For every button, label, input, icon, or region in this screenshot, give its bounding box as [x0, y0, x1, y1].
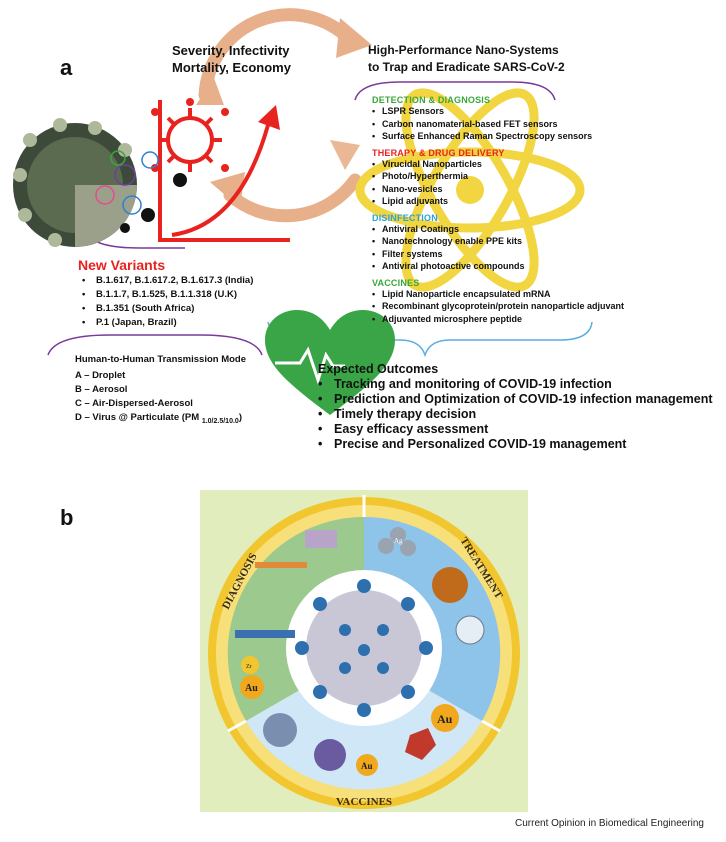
outcomes-title: Expected Outcomes — [318, 362, 439, 376]
black-virus-icons — [120, 173, 187, 233]
transmission-title: Human-to-Human Transmission Mode — [75, 354, 247, 365]
list-item: B.1.617, B.1.617.2, B.1.617.3 (India) — [78, 274, 253, 288]
outcomes-block: Expected Outcomes Tracking and monitorin… — [318, 362, 713, 452]
cycle-arrow-top — [198, 8, 352, 102]
transmission-mode: B – Aerosol — [75, 384, 128, 395]
journal-credit: Current Opinion in Biomedical Engineerin… — [515, 818, 704, 829]
cycle-arrowhead-top — [336, 18, 372, 58]
list-item: Surface Enhanced Raman Spectroscopy sens… — [372, 130, 624, 143]
section-detection-list: LSPR Sensors Carbon nanomaterial-based F… — [372, 105, 624, 143]
au-particle-diagnosis — [240, 675, 264, 699]
au-label-diagnosis: Au — [245, 683, 258, 694]
list-item: Precise and Personalized COVID-19 manage… — [318, 437, 713, 452]
list-item: Recombinant glycoprotein/protein nanopar… — [372, 300, 624, 313]
list-item: B.1.1.7, B.1.525, B.1.1.318 (U.K) — [78, 288, 253, 302]
au-particle-vaccines-small — [356, 754, 378, 776]
list-item: Carbon nanomaterial-based FET sensors — [372, 118, 624, 131]
vaccine-items — [263, 704, 459, 776]
severity-label: Severity, Infectivity Mortality, Economy — [172, 43, 291, 75]
treatment-items — [378, 527, 485, 645]
list-item: Filter systems — [372, 248, 624, 261]
section-therapy-title: THERAPY & DRUG DELIVERY — [372, 147, 505, 158]
list-item: Adjuvanted microsphere peptide — [372, 313, 624, 326]
ag-label: Ag — [394, 537, 403, 545]
ring-label-vaccines: VACCINES — [336, 796, 392, 808]
list-item: Lipid Nanoparticle encapsulated mRNA — [372, 288, 624, 301]
diagnosis-items — [235, 530, 337, 699]
list-item: Photo/Hyperthermia — [372, 170, 624, 183]
au-label-vaccines-small: Au — [361, 761, 373, 771]
cycle-arrow-bottom — [223, 173, 362, 223]
growth-arrowhead — [258, 105, 280, 130]
section-vaccines-title: VACCINES — [372, 277, 420, 288]
section-disinfection-title: DISINFECTION — [372, 212, 438, 223]
red-virus-icon — [158, 108, 222, 172]
list-item: Virucidal Nanoparticles — [372, 158, 624, 171]
transmission-mode: A – Droplet — [75, 370, 126, 381]
new-variants-block: New Variants B.1.617, B.1.617.2, B.1.617… — [78, 256, 253, 330]
new-variants-title: New Variants — [78, 257, 166, 273]
virus-spikes — [295, 579, 433, 717]
nano-systems-title: High-Performance Nano-Systems to Trap an… — [368, 43, 565, 74]
au-label-vaccines-large: Au — [437, 712, 453, 726]
zr-label: Zr — [246, 664, 252, 670]
list-item: LSPR Sensors — [372, 105, 624, 118]
coronavirus-illustration — [13, 118, 137, 247]
au-particle-vaccines-large — [431, 704, 459, 732]
panel-b-letter: b — [60, 505, 74, 530]
list-item: Antiviral photoactive compounds — [372, 260, 624, 273]
growth-graph — [158, 100, 290, 242]
transmission-mode: C – Air-Dispersed-Aerosol — [75, 398, 193, 409]
list-item: Tracking and monitoring of COVID-19 infe… — [318, 377, 713, 392]
bracket-nano — [354, 81, 556, 101]
list-item: Antiviral Coatings — [372, 223, 624, 236]
section-therapy-list: Virucidal Nanoparticles Photo/Hypertherm… — [372, 158, 624, 208]
list-item: P.1 (Japan, Brazil) — [78, 316, 253, 330]
section-vaccines-list: Lipid Nanoparticle encapsulated mRNA Rec… — [372, 288, 624, 326]
list-item: Lipid adjuvants — [372, 195, 624, 208]
nano-sections: DETECTION & DIAGNOSIS LSPR Sensors Carbo… — [372, 95, 624, 325]
section-disinfection-list: Antiviral Coatings Nanotechnology enable… — [372, 223, 624, 273]
cycle-arrowhead-bottom — [210, 172, 245, 208]
list-item: Prediction and Optimization of COVID-19 … — [318, 392, 713, 407]
list-item: Nanotechnology enable PPE kits — [372, 235, 624, 248]
outcomes-list: Tracking and monitoring of COVID-19 infe… — [318, 377, 713, 452]
section-detection-title: DETECTION & DIAGNOSIS — [372, 95, 491, 105]
cycle-arrows — [198, 8, 362, 223]
list-item: Timely therapy decision — [318, 407, 713, 422]
cycle-arrowhead-right — [330, 140, 360, 170]
list-item: Easy efficacy assessment — [318, 422, 713, 437]
panel-a-letter: a — [60, 55, 73, 80]
list-item: Nano-vesicles — [372, 183, 624, 196]
list-item: B.1.351 (South Africa) — [78, 302, 253, 316]
panel-b-graphic: Ag Zr Au Au Au DIAGNOSIS TREATMENT VACCI… — [200, 490, 528, 812]
bracket-transmission — [47, 334, 263, 356]
cycle-arrowhead-left — [196, 78, 224, 105]
transmission-block: Human-to-Human Transmission Mode A – Dro… — [75, 353, 246, 429]
small-viruses — [95, 150, 159, 215]
transmission-mode-particulate: D – Virus @ Particulate (PM 1.0/2.5/10.0… — [75, 412, 242, 425]
new-variants-list: B.1.617, B.1.617.2, B.1.617.3 (India) B.… — [78, 274, 253, 330]
